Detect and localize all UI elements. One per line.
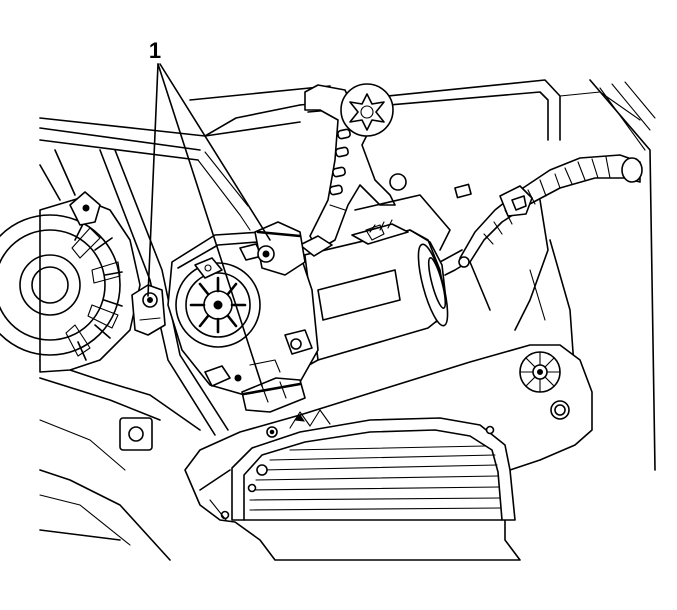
motor-label-plate [317, 269, 401, 321]
panel-crease [209, 499, 227, 521]
door-frame-outline [39, 79, 656, 561]
leader-line-left [147, 63, 159, 297]
leader-line-lower [157, 63, 263, 387]
right-small-gear [519, 351, 561, 393]
callout-label-1: 1 [149, 38, 161, 63]
upper-fastener-clip [254, 221, 306, 276]
lower-door-panel [184, 344, 593, 561]
bracket-edge [354, 194, 451, 251]
square-boss [119, 417, 153, 451]
leader-line-upper [159, 63, 271, 241]
lower-fastener-clip [241, 377, 306, 413]
regulator-arm [304, 83, 407, 251]
callout-1: 1 [147, 38, 271, 387]
left-gear-wheel [0, 191, 141, 373]
small-tab [454, 183, 472, 199]
small-connector [365, 224, 385, 241]
wire-harness [439, 154, 643, 276]
